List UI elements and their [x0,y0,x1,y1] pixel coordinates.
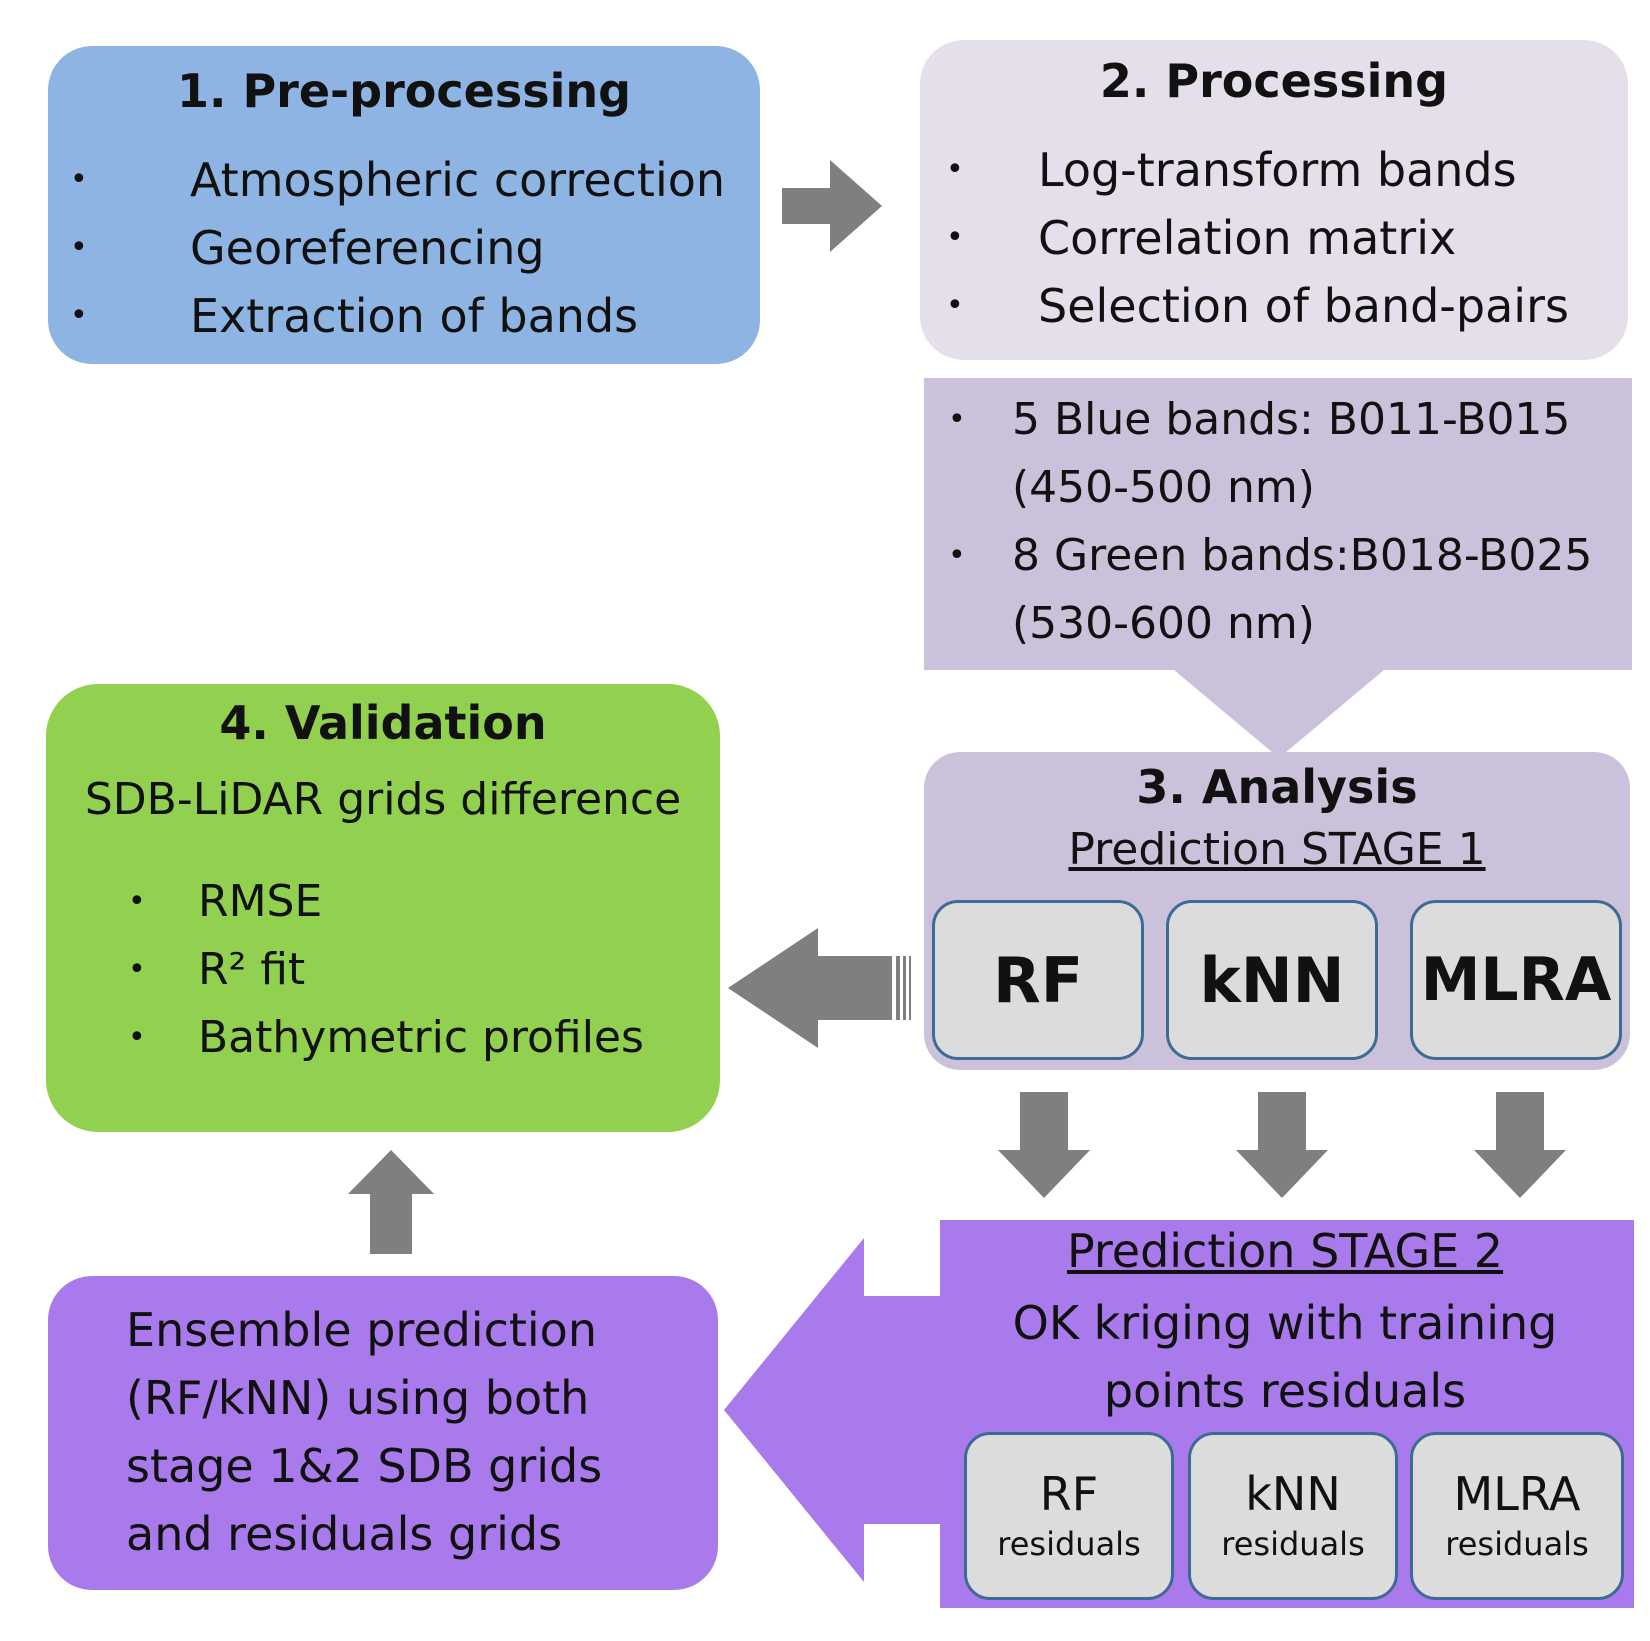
analysis-title: 3. Analysis [1136,760,1418,814]
processing-list: •Log-transform bands •Correlation matrix… [946,136,1569,340]
list-item: •8 Green bands:B018-B025 [948,530,1593,581]
list-item: •Correlation matrix [946,211,1457,265]
stage2-callout-shape [724,1220,1634,1608]
list-item: •RMSE [128,876,323,927]
list-item: (450-500 nm) [1012,462,1315,513]
model-rf: RF [932,900,1144,1060]
stage2-line2: points residuals [1103,1364,1467,1418]
arrow-down-icon [998,1092,1090,1198]
residual-mlra: MLRA residuals [1410,1432,1624,1600]
list-item: •Georeferencing [70,221,545,275]
arrow-up-icon [348,1150,434,1254]
preprocessing-title: 1. Pre-processing [176,64,632,118]
ensemble-box: Ensemble prediction (RF/kNN) using both … [48,1276,718,1590]
analysis-subtitle: Prediction STAGE 1 [1068,824,1486,875]
list-item: •5 Blue bands: B011-B015 [948,394,1571,445]
model-mlra: MLRA [1410,900,1622,1060]
processing-title: 2. Processing [1099,54,1449,108]
residual-rf: RF residuals [964,1432,1174,1600]
model-knn: kNN [1166,900,1378,1060]
list-item: (530-600 nm) [1012,598,1315,649]
list-item: •Bathymetric profiles [128,1012,644,1063]
list-item: •R² fit [128,944,306,995]
validation-box: 4. Validation SDB-LiDAR grids difference… [46,684,720,1132]
list-item: •Atmospheric correction [70,153,726,207]
bands-callout-shape [924,378,1632,758]
processing-box: 2. Processing •Log-transform bands •Corr… [920,40,1628,360]
stage2-line1: OK kriging with training [1012,1296,1558,1350]
validation-title: 4. Validation [219,696,547,750]
validation-subtitle: SDB-LiDAR grids difference [84,774,682,825]
preprocessing-list: •Atmospheric correction •Georeferencing … [70,146,725,350]
list-item: •Log-transform bands [946,143,1517,197]
bands-list: •5 Blue bands: B011-B015 (450-500 nm) •8… [948,386,1592,658]
ensemble-text: Ensemble prediction (RF/kNN) using both … [126,1303,603,1561]
validation-list: •RMSE •R² fit •Bathymetric profiles [128,868,644,1072]
list-item: •Extraction of bands [70,289,639,343]
residual-knn: kNN residuals [1188,1432,1398,1600]
list-item: •Selection of band-pairs [946,279,1569,333]
preprocessing-box: 1. Pre-processing •Atmospheric correctio… [48,46,760,364]
stage2-title: Prediction STAGE 2 [1066,1224,1504,1278]
arrow-right-icon [782,160,882,252]
arrow-down-icon [1474,1092,1566,1198]
arrow-left-icon [728,928,911,1048]
arrow-down-icon [1236,1092,1328,1198]
